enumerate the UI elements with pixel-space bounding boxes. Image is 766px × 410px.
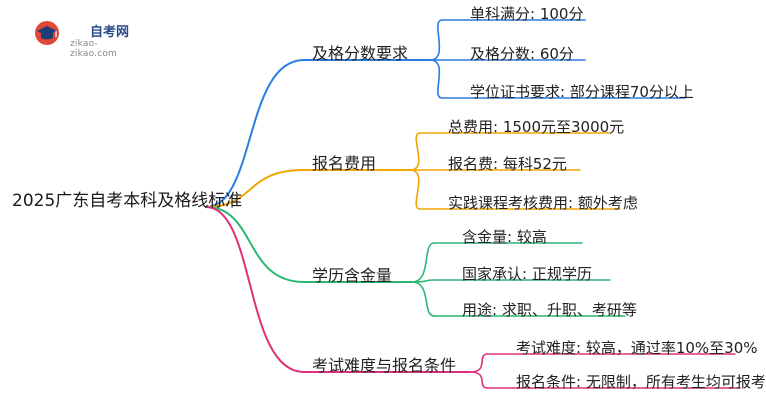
leaf-eligibility: 报名条件: 无限制，所有考生均可报考 <box>516 372 766 391</box>
branch-leaf-connector <box>409 132 421 171</box>
branch-leaf-connector <box>411 281 435 317</box>
leaf-registration-fee: 报名费: 每科52元 <box>448 154 567 173</box>
branch-leaf-connector <box>469 353 489 373</box>
branch-difficulty-eligibility: 考试难度与报名条件 <box>312 356 457 375</box>
site-logo: 自考网 zikao-zikao.com <box>34 18 144 59</box>
connector-lines <box>205 19 741 389</box>
branch-leaf-connector <box>429 59 443 99</box>
mindmap-canvas: 自考网 zikao-zikao.com 2025广东自考本科及格线标准 及格分数… <box>12 4 766 389</box>
leaf-value-level: 含金量: 较高 <box>462 227 547 246</box>
leaf-full-score: 单科满分: 100分 <box>470 4 584 23</box>
leaf-national-recognition: 国家承认: 正规学历 <box>462 264 592 283</box>
root-topic: 2025广东自考本科及格线标准 <box>12 190 243 211</box>
logo-url: zikao-zikao.com <box>70 39 118 59</box>
leaf-difficulty: 考试难度: 较高，通过率10%至30% <box>516 338 758 357</box>
leaf-uses: 用途: 求职、升职、考研等 <box>462 300 637 319</box>
root-branch-connector <box>205 59 305 208</box>
branch-fees: 报名费用 <box>312 154 377 173</box>
leaf-total-fee: 总费用: 1500元至3000元 <box>448 117 625 136</box>
root-branch-connector <box>205 206 305 373</box>
leaf-practice-fee: 实践课程考核费用: 额外考虑 <box>448 193 638 212</box>
branch-leaf-connector <box>409 169 421 210</box>
branch-leaf-connector <box>469 371 489 389</box>
branch-value: 学历含金量 <box>312 266 393 285</box>
leaf-pass-score: 及格分数: 60分 <box>470 44 574 63</box>
logo-name: 自考网 <box>90 25 130 40</box>
leaf-degree-requirement: 学位证书要求: 部分课程70分以上 <box>470 82 694 101</box>
branch-pass-score: 及格分数要求 <box>312 44 409 63</box>
graduation-cap-icon <box>35 21 59 45</box>
root-branch-connector <box>205 169 305 208</box>
branch-leaf-connector <box>429 19 443 61</box>
root-branch-connector <box>205 206 305 283</box>
branch-leaf-connector <box>411 242 435 283</box>
